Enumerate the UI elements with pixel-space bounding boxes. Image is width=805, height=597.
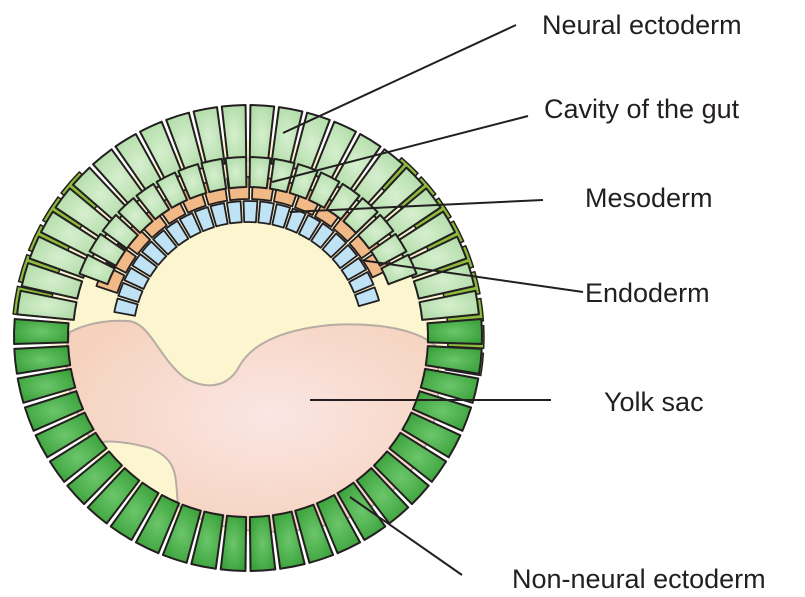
endoderm-cell [227, 201, 242, 223]
label-neural-ectoderm: Neural ectoderm [542, 12, 742, 39]
label-mesoderm: Mesoderm [585, 185, 713, 212]
non-neural-ectoderm-cell [14, 319, 69, 344]
label-non-neural-ectoderm: Non-neural ectoderm [512, 566, 766, 593]
label-endoderm: Endoderm [585, 280, 710, 307]
label-yolk-sac: Yolk sac [604, 389, 704, 416]
neural-ectoderm-cell [250, 157, 271, 188]
neural-ectoderm-cell [226, 157, 247, 188]
neural-ectoderm-leader [283, 25, 516, 133]
label-cavity-of-the-gut: Cavity of the gut [544, 96, 739, 123]
endoderm-cell [244, 201, 258, 222]
non-neural-ectoderm-cell [428, 319, 483, 344]
